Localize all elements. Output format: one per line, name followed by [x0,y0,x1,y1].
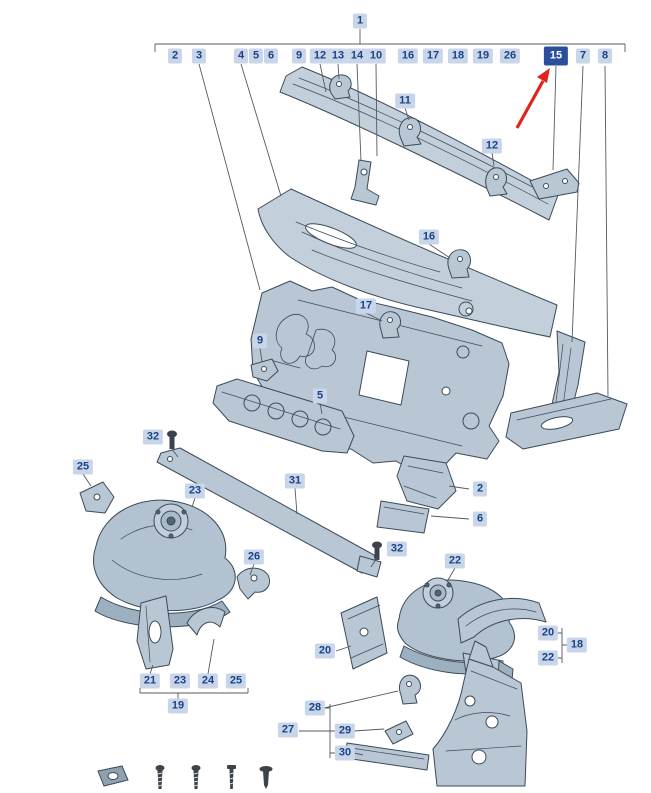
part-sill-8 [505,392,628,450]
callout-2[interactable]: 2 [472,481,488,497]
leader-lines [82,29,626,758]
part-bracket-28 [399,674,421,705]
callout-12[interactable]: 12 [481,138,503,154]
callout-16[interactable]: 16 [397,48,419,64]
part-bracket-25-left [79,481,115,514]
clip-nut-icon [97,765,129,787]
part-bracket-9 [250,358,279,382]
callout-19[interactable]: 19 [472,48,494,64]
callout-30[interactable]: 30 [334,745,356,761]
part-pillar-21 [136,595,174,670]
callout-17[interactable]: 17 [422,48,444,64]
part-bracket-29 [384,720,414,745]
part-cover-6 [376,500,430,534]
callout-23[interactable]: 23 [184,483,206,499]
parts-layer [79,66,628,787]
callout-5[interactable]: 5 [312,388,328,404]
red-arrow-pointer [515,68,550,129]
callout-9[interactable]: 9 [291,48,307,64]
callout-32[interactable]: 32 [142,429,164,445]
callout-29[interactable]: 29 [334,723,356,739]
part-bracket-11 [398,117,422,147]
callout-32[interactable]: 32 [386,541,408,557]
callout-20[interactable]: 20 [314,643,336,659]
callout-4[interactable]: 4 [233,48,249,64]
callout-18[interactable]: 18 [566,637,588,653]
part-side-member-18 [457,597,547,644]
callout-26[interactable]: 26 [499,48,521,64]
callout-1[interactable]: 1 [352,13,368,29]
part-bracket-17 [379,311,401,339]
callout-11[interactable]: 11 [395,93,415,109]
callout-16[interactable]: 16 [418,229,440,245]
part-bolt-32-right [372,541,382,560]
rivet-icon [259,766,273,789]
callout-15-selected[interactable]: 15 [543,46,569,66]
part-closing-strip-5 [212,378,355,454]
callout-20[interactable]: 20 [537,625,559,641]
callout-25[interactable]: 25 [72,459,94,475]
callout-6[interactable]: 6 [263,48,279,64]
callout-17[interactable]: 17 [355,298,377,314]
callout-24[interactable]: 24 [197,673,219,689]
screw-icon [155,765,165,789]
part-bracket-24 [186,607,226,636]
callout-14[interactable]: 14 [346,48,368,64]
callout-27[interactable]: 27 [277,722,299,738]
part-a-pillar-lower [432,640,528,787]
callout-3[interactable]: 3 [191,48,207,64]
callout-26[interactable]: 26 [243,549,265,565]
part-panel-20 [340,596,388,670]
callout-28[interactable]: 28 [304,700,326,716]
callout-6[interactable]: 6 [472,511,488,527]
callout-19[interactable]: 19 [167,698,189,714]
screw-icon [191,765,201,789]
part-side-shield-2 [396,455,457,510]
fastener-row [97,765,273,789]
callout-23[interactable]: 23 [169,673,191,689]
callout-18[interactable]: 18 [447,48,469,64]
stud-bolt-icon [227,765,236,789]
callout-22[interactable]: 22 [444,553,466,569]
callout-31[interactable]: 31 [284,473,306,489]
callout-2[interactable]: 2 [167,48,183,64]
part-cowl-panel [257,188,558,338]
callout-25[interactable]: 25 [225,673,247,689]
callout-10[interactable]: 10 [365,48,387,64]
part-bracket-26 [236,567,270,600]
callout-8[interactable]: 8 [597,48,613,64]
part-bracket-12 [485,167,508,197]
callout-9[interactable]: 9 [252,333,268,349]
callout-5[interactable]: 5 [248,48,264,64]
part-bolt-32-left [167,430,177,449]
part-wheelhouse-left [93,499,236,628]
part-strut-31 [156,447,382,578]
part-bracket-13 [329,74,352,100]
callout-21[interactable]: 21 [139,673,161,689]
callout-7[interactable]: 7 [575,48,591,64]
callout-22[interactable]: 22 [537,650,559,666]
callout-12[interactable]: 12 [309,48,331,64]
callout-13[interactable]: 13 [327,48,349,64]
